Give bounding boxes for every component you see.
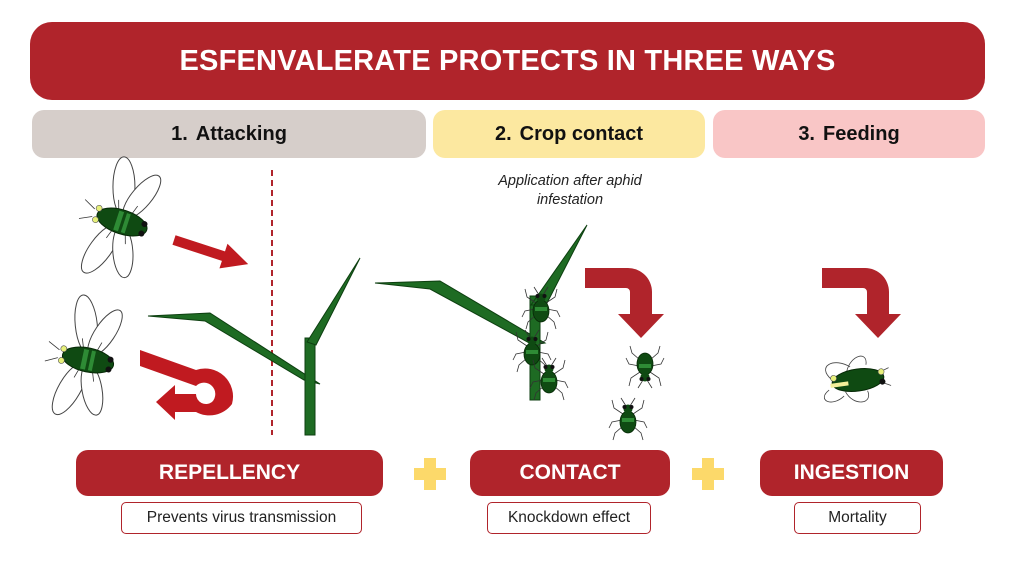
stage-label: Attacking (195, 122, 287, 145)
stage-number: 2. (494, 122, 512, 145)
plus-icon (692, 458, 724, 490)
falling-aphid-2 (608, 397, 648, 441)
plant-center (374, 224, 588, 401)
repel-u-arrow (140, 350, 234, 420)
ingestion-description: Mortality (794, 502, 921, 534)
approach-arrow (172, 235, 249, 269)
drop-arrow-contact (585, 268, 664, 338)
stage-feeding: 3. Feeding (713, 110, 985, 158)
repellency-label: REPELLENCY (76, 450, 383, 496)
contact-label: CONTACT (470, 450, 670, 496)
winged-aphid-bottom (33, 286, 132, 429)
stage-number: 3. (798, 122, 815, 145)
ingestion-label: INGESTION (760, 450, 943, 496)
drop-arrow-feeding (822, 268, 901, 338)
dead-aphid (823, 355, 892, 403)
stage-crop-contact: 2. Crop contact (433, 110, 705, 158)
stage-number: 1. (171, 122, 188, 145)
stage-attacking: 1. Attacking (32, 110, 426, 158)
page-title: ESFENVALERATE PROTECTS IN THREE WAYS (179, 44, 836, 77)
repellency-description: Prevents virus transmission (121, 502, 362, 534)
falling-aphid-1 (625, 345, 665, 389)
plus-icon (414, 458, 446, 490)
contact-description: Knockdown effect (487, 502, 651, 534)
application-note: Application after aphid infestation (498, 173, 642, 208)
plant-left (147, 257, 361, 436)
stage-label: Feeding (823, 122, 900, 145)
title-banner: ESFENVALERATE PROTECTS IN THREE WAYS (30, 22, 985, 100)
winged-aphid-top (62, 145, 172, 292)
stage-label: Crop contact (519, 122, 644, 145)
